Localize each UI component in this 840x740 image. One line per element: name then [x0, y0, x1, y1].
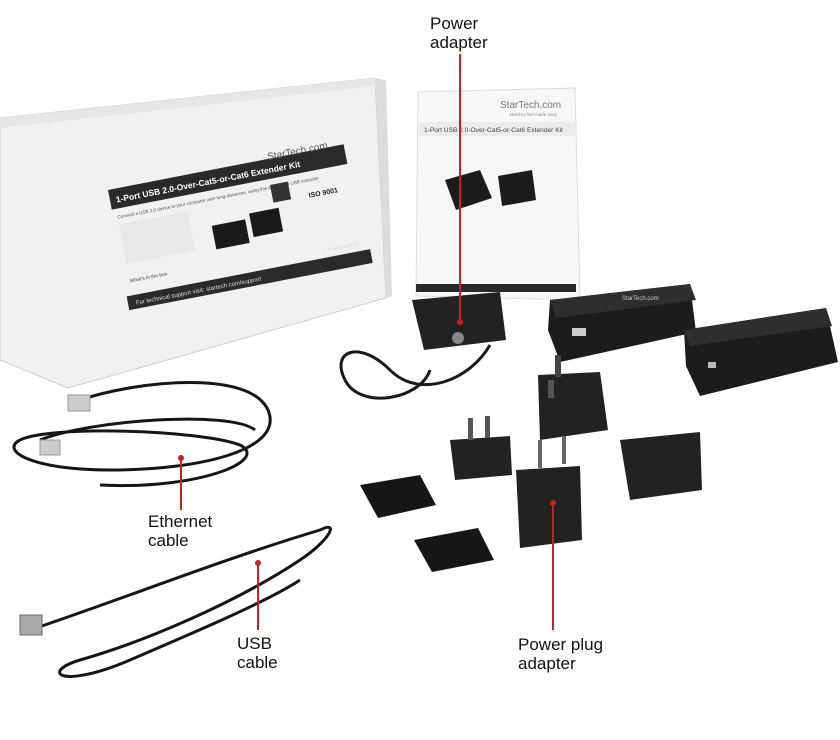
callout-ethernet-cable: Ethernet cable [148, 512, 212, 550]
callout-text: cable [237, 653, 278, 672]
callout-text: Ethernet [148, 512, 213, 531]
product-box: 1-Port USB 2.0-Over-Cat5-or-Cat6 Extende… [0, 77, 392, 389]
manual-brand: StarTech.com [500, 100, 561, 111]
device-brand: StarTech.com [622, 296, 659, 302]
qr-code [270, 181, 292, 203]
callout-usb-cable: USB cable [237, 634, 278, 672]
usb-cable [19, 525, 332, 678]
callout-text: Power [430, 14, 479, 33]
callout-text: cable [148, 531, 189, 550]
plug-adapter-us [450, 416, 512, 480]
callout-text: USB [237, 634, 272, 653]
callout-text: Power plug [518, 635, 604, 654]
plug-adapter-uk [538, 355, 608, 440]
callout-text: adapter [518, 654, 576, 673]
rubber-feet [360, 475, 494, 572]
callout-power-adapter: Power adapter [430, 14, 488, 52]
extender-local-unit: StarTech.com [548, 284, 696, 362]
manual-tagline: Hard-to-find made easy [510, 112, 558, 117]
plug-adapter-eu [516, 436, 582, 548]
callout-power-plug-adapter: Power plug adapter [518, 635, 603, 673]
manual-title: 1-Port USB 2.0-Over-Cat5-or-Cat6 Extende… [424, 127, 563, 134]
plug-adapter-au [620, 432, 702, 500]
extender-remote-unit [684, 308, 838, 396]
callout-lines [180, 54, 554, 630]
callout-text: adapter [430, 33, 488, 52]
ethernet-cable [12, 381, 272, 488]
manual: StarTech.com Hard-to-find made easy 1-Po… [415, 87, 581, 301]
power-adapter [339, 292, 506, 400]
